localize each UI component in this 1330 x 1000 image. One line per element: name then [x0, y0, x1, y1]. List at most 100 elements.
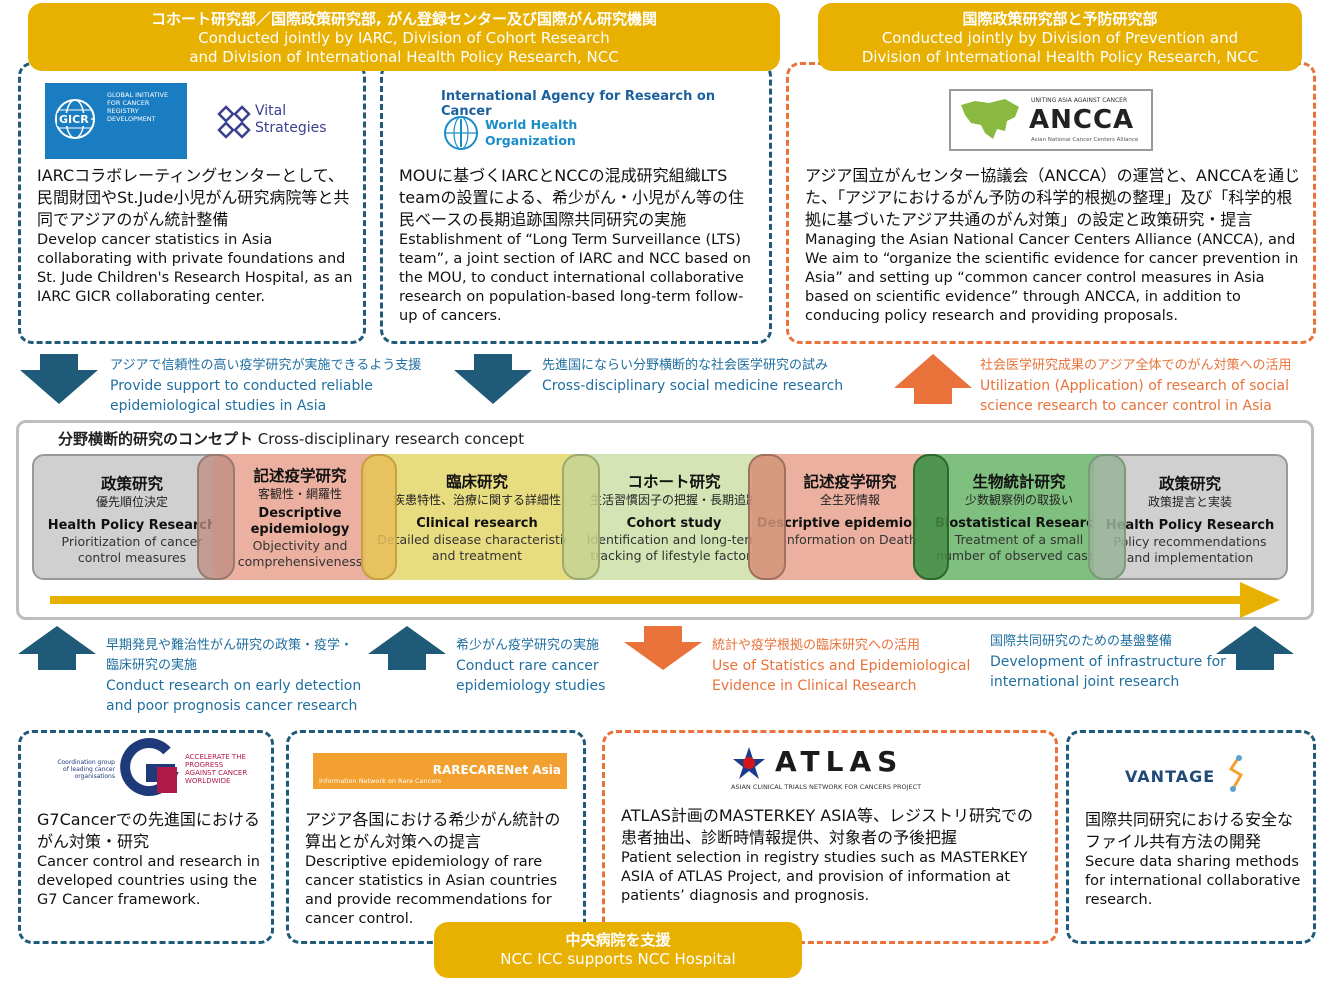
- seg-title: 生物統計研究: [972, 473, 1066, 491]
- panel-text-en: Secure data sharing methods for internat…: [1085, 854, 1301, 908]
- overlap-3: [562, 454, 600, 580]
- concept-title: 分野横断的研究のコンセプト Cross-disciplinary researc…: [58, 428, 524, 449]
- arrow-en-2: epidemiology studies: [456, 678, 606, 694]
- panel-text-jp: アジア各国における希少がん統計の算出とがん対策への提言: [305, 810, 561, 851]
- banner-line-1: Conducted jointly by Division of Prevent…: [881, 29, 1239, 47]
- arrow-en-1: Utilization (Application) of research of…: [980, 378, 1290, 394]
- panel-text-en: Develop cancer statistics in Asia collab…: [37, 232, 353, 305]
- segment-clinical: 臨床研究 疾患特性、治療に関する詳細性 Clinical research De…: [366, 454, 588, 580]
- progress-arrow-icon: [50, 582, 1280, 618]
- segment-biostat: 生物統計研究 少数観察例の取扱い Biostatistical Research…: [916, 454, 1122, 580]
- arrow-en-1: Development of infrastructure for: [990, 654, 1226, 670]
- seg-en: Biostatistical Research: [934, 516, 1104, 531]
- seg-en: Descriptive epidemiology: [756, 516, 944, 531]
- arrow-en-1: Cross-disciplinary social medicine resea…: [542, 378, 844, 394]
- panel-text-en: Establishment of “Long Term Surveillance…: [399, 232, 751, 324]
- up-arrow-icon: [368, 626, 446, 670]
- panel-ancca: UNITING ASIA AGAINST CANCER ANCCA Asian …: [786, 62, 1316, 344]
- banner-title-jp: 中央病院を支援: [565, 931, 671, 949]
- panel-text-en: Cancer control and research in developed…: [37, 854, 260, 908]
- down-arrow-icon: [20, 354, 98, 404]
- banner-title-jp: コホート研究部／国際政策研究部, がん登録センター及び国際がん研究機関: [151, 10, 657, 28]
- arrow-en-2: epidemiological studies in Asia: [110, 398, 327, 414]
- down-arrow-icon: [454, 354, 532, 404]
- top-left-banner: コホート研究部／国際政策研究部, がん登録センター及び国際がん研究機関 Cond…: [28, 3, 780, 71]
- panel-g7cancer: Coordination group of leading cancer org…: [18, 730, 274, 944]
- arrow-en-2: international joint research: [990, 674, 1180, 690]
- who-logo: World Health Organization: [443, 115, 603, 151]
- asia-map-icon: [961, 99, 1019, 139]
- up-arrow-icon: [18, 626, 96, 670]
- gicr-label: GICR: [57, 113, 91, 126]
- up-arrow-icon: [1216, 626, 1294, 670]
- rarecare-right: RARECARENet Asia: [432, 763, 561, 777]
- arrow-text-cross: 先進国にならい分野横断的な社会医学研究の試み Cross-disciplinar…: [542, 356, 843, 396]
- banner-line-2: and Division of International Health Pol…: [189, 48, 619, 66]
- seg-desc-2: and treatment: [431, 548, 523, 563]
- seg-en: Clinical research: [416, 516, 538, 531]
- arrow-jp: 先進国にならい分野横断的な社会医学研究の試み: [542, 358, 829, 373]
- overlap-5: [913, 454, 949, 580]
- seg-title: 記述疫学研究: [253, 467, 347, 485]
- seg-sub: 全生死情報: [819, 493, 880, 507]
- g7-right: ACCELERATE THE PROGRESS AGAINST CANCER W…: [185, 753, 248, 785]
- seg-sub: 生活習慣因子の把握・長期追跡: [589, 493, 758, 507]
- ancca-small: UNITING ASIA AGAINST CANCER: [1031, 97, 1128, 104]
- rarecare-left: Information Network on Rare Cancers: [319, 777, 442, 785]
- segment-cohort: コホート研究 生活習慣因子の把握・長期追跡 Cohort study Ident…: [566, 454, 782, 580]
- seg-desc-1: Prioritization of cancer: [61, 534, 203, 549]
- lattice-icon: [217, 105, 251, 139]
- vital-label-2: Strategies: [255, 120, 327, 136]
- arrow-en-2: science research to cancer control in As…: [980, 398, 1272, 414]
- seg-desc-1: Objectivity and: [252, 538, 348, 553]
- arrow-jp-1: 希少がん疫学研究の実施: [456, 638, 600, 653]
- seg-desc-2: control measures: [77, 550, 187, 565]
- seg-en: Health Policy Research: [47, 518, 217, 533]
- up-arrow-icon: [894, 354, 972, 404]
- seg-title: 政策研究: [1158, 475, 1221, 493]
- gicr-logo: GICR GLOBAL INITIATIVE FOR CANCER REGIST…: [45, 83, 187, 159]
- atlas-big: ATLAS: [775, 745, 904, 778]
- star-emblem-icon: [733, 747, 765, 779]
- arrow-jp-1: 統計や疫学根拠の臨床研究への活用: [712, 638, 921, 653]
- bottom-banner: 中央病院を支援 NCC ICC supports NCC Hospital: [434, 922, 802, 978]
- arrow-en-1: Conduct rare cancer: [456, 658, 599, 674]
- g7-small: Coordination group of leading cancer org…: [57, 759, 115, 780]
- panel-text-jp: MOUに基づくIARCとNCCの混成研究組織LTS teamの設置による、希少が…: [399, 166, 745, 229]
- down-arrow-icon: [624, 626, 702, 670]
- arrow-en-2: Evidence in Clinical Research: [712, 678, 917, 694]
- atlas-logo: ATLAS ASIAN CLINICAL TRIALS NETWORK FOR …: [731, 745, 941, 793]
- seg-desc-1: Treatment of a small: [954, 532, 1084, 547]
- vantage-label: VANTAGE: [1125, 767, 1216, 786]
- seg-en: Cohort study: [626, 516, 722, 531]
- seg-sub: 疾患特性、治療に関する詳細性: [392, 493, 561, 507]
- arrow-en-1: Provide support to conducted reliable: [110, 378, 373, 394]
- seg-sub: 客観性・網羅性: [257, 487, 342, 501]
- seg-desc-2: number of observed cases: [936, 548, 1102, 563]
- arrow-en-2: and poor prognosis cancer research: [106, 698, 358, 714]
- overlap-4: [748, 454, 786, 580]
- panel-atlas: ATLAS ASIAN CLINICAL TRIALS NETWORK FOR …: [602, 730, 1058, 944]
- arrow-en-1: Use of Statistics and Epidemiological: [712, 658, 971, 674]
- panel-iarc: International Agency for Research on Can…: [380, 62, 772, 344]
- seg-title: 臨床研究: [445, 473, 508, 491]
- arrow-jp: アジアで信頼性の高い疫学研究が実施できるよう支援: [110, 358, 422, 373]
- seg-desc-1: Identification and long-term: [586, 532, 762, 547]
- atlas-sub: ASIAN CLINICAL TRIALS NETWORK FOR CANCER…: [731, 783, 922, 791]
- overlap-2: [361, 454, 397, 580]
- overlap-1: [197, 454, 235, 580]
- panel-text-jp: アジア国立がんセンター協議会（ANCCA）の運営と、ANCCAを通じた、「アジア…: [805, 166, 1301, 229]
- seg-title: コホート研究: [627, 473, 721, 491]
- vital-label-1: Vital: [255, 103, 287, 119]
- iarc-logo: International Agency for Research on Can…: [441, 89, 716, 119]
- overlap-6: [1088, 454, 1126, 580]
- banner-line-1: NCC ICC supports NCC Hospital: [500, 950, 736, 968]
- arrow-text-statistics: 統計や疫学根拠の臨床研究への活用 Use of Statistics and E…: [712, 636, 970, 696]
- seg-desc-2: and implementation: [1126, 550, 1254, 565]
- panel-text-jp: IARCコラボレーティングセンターとして、民間財団やSt.Jude小児がん研究病…: [37, 166, 350, 229]
- seg-sub: 優先順位決定: [95, 495, 168, 509]
- arrow-text-infrastructure: 国際共同研究のための基盤整備 Development of infrastruc…: [990, 632, 1226, 692]
- panel-text-en: Patient selection in registry studies su…: [621, 850, 1028, 904]
- panel-text-jp: ATLAS計画のMASTERKEY ASIA等、レジストリ研究での患者抽出、診断…: [621, 806, 1033, 847]
- seg-desc-2: tracking of lifestyle factors: [590, 548, 758, 563]
